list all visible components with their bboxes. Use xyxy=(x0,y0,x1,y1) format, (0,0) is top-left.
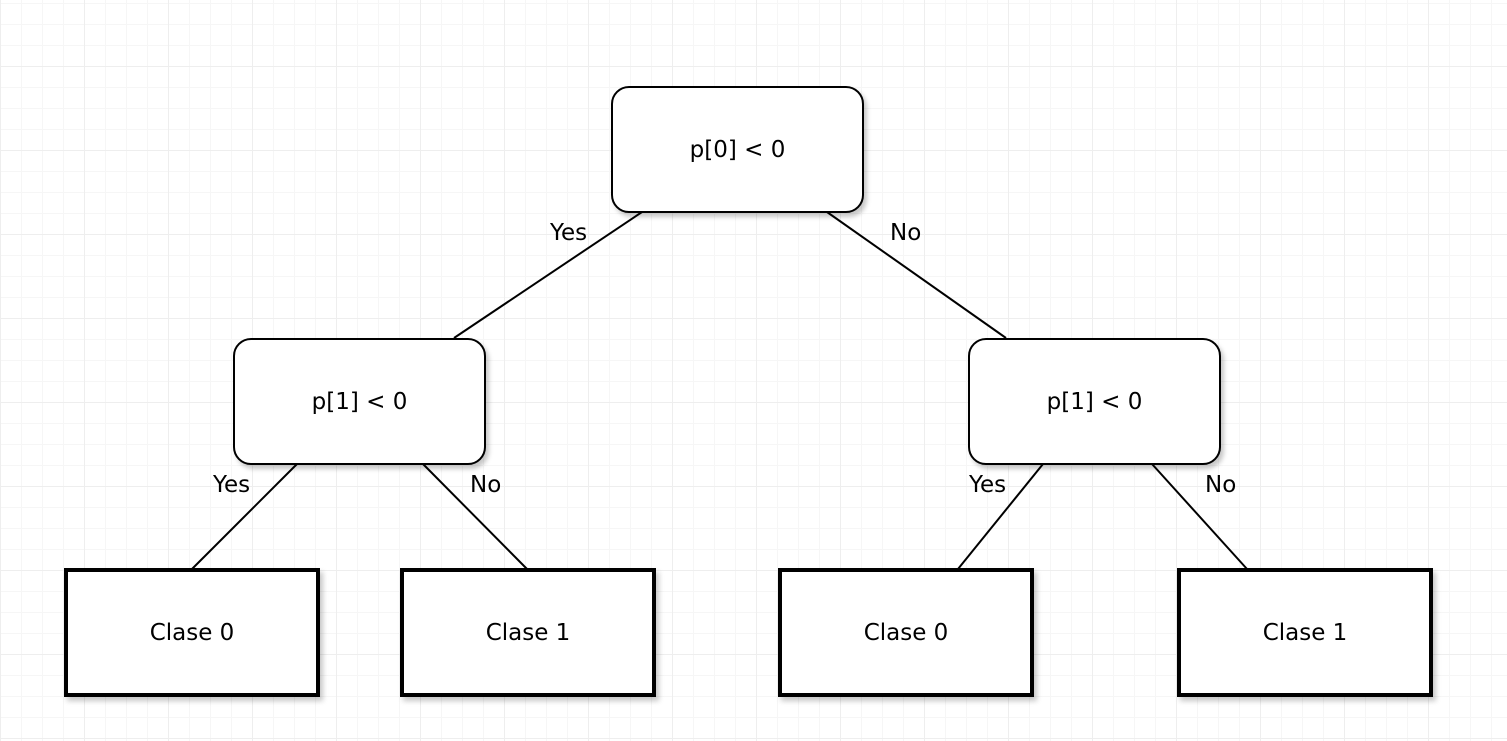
edge-left-right xyxy=(422,463,528,570)
root-decision-node[interactable]: p[0] < 0 xyxy=(611,86,864,213)
leaf-label-3: Clase 0 xyxy=(863,619,949,646)
root-decision-label: p[0] < 0 xyxy=(689,136,786,163)
leaf-node-3[interactable]: Clase 0 xyxy=(778,568,1034,697)
edge-right-right xyxy=(1151,463,1248,570)
edge-label-right-no: No xyxy=(1205,472,1237,498)
leaf-node-2[interactable]: Clase 1 xyxy=(400,568,656,697)
right-decision-node[interactable]: p[1] < 0 xyxy=(968,338,1221,465)
left-decision-node[interactable]: p[1] < 0 xyxy=(233,338,486,465)
edge-right-left xyxy=(957,463,1044,570)
edge-label-root-yes: Yes xyxy=(550,220,588,246)
left-decision-label: p[1] < 0 xyxy=(311,388,408,415)
leaf-node-4[interactable]: Clase 1 xyxy=(1177,568,1433,697)
right-decision-label: p[1] < 0 xyxy=(1046,388,1143,415)
edge-label-right-yes: Yes xyxy=(969,472,1007,498)
edge-label-left-no: No xyxy=(470,472,502,498)
edge-root-right xyxy=(826,211,1007,339)
leaf-node-1[interactable]: Clase 0 xyxy=(64,568,320,697)
edge-left-left xyxy=(191,463,298,570)
leaf-label-1: Clase 0 xyxy=(149,619,235,646)
leaf-label-4: Clase 1 xyxy=(1262,619,1348,646)
leaf-label-2: Clase 1 xyxy=(485,619,571,646)
edge-root-left xyxy=(453,211,643,339)
edge-label-root-no: No xyxy=(890,220,922,246)
edge-label-left-yes: Yes xyxy=(213,472,251,498)
